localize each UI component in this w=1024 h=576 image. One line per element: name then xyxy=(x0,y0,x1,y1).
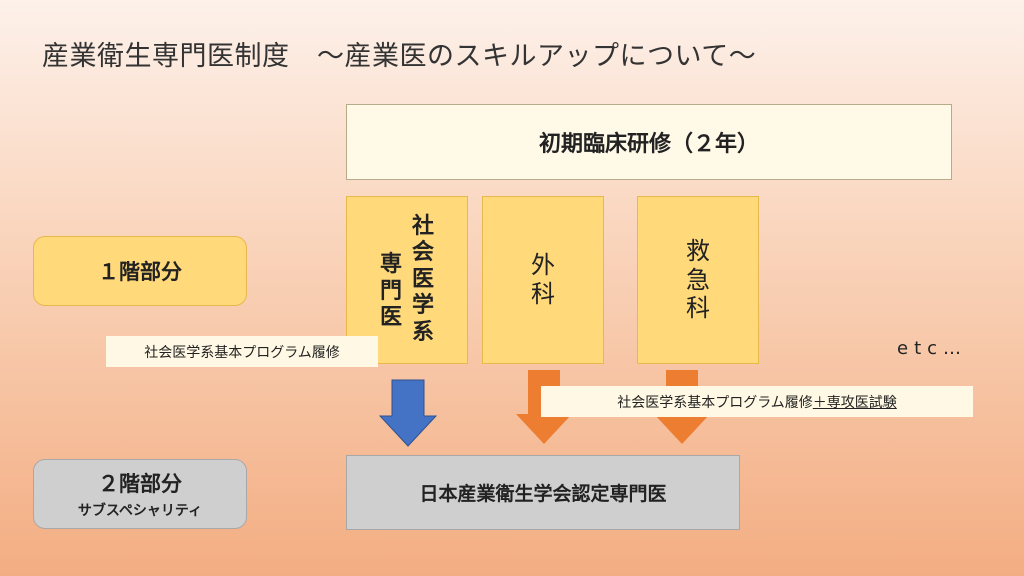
etc-label: etc… xyxy=(897,338,968,359)
page-title: 産業衛生専門医制度 ～産業医のスキルアップについて～ xyxy=(42,41,757,72)
tier2-title: ２階部分 xyxy=(98,472,182,496)
blue-down-arrow xyxy=(378,379,438,447)
social-medicine-col-right: 社 会 医 学 系 xyxy=(412,214,434,346)
surgery-box: 外 科 xyxy=(482,196,604,364)
basic-program-note: 社会医学系基本プログラム履修 xyxy=(106,336,378,367)
basic-program-plus-exam-note: 社会医学系基本プログラム履修＋専攻医試験 xyxy=(541,386,973,417)
char: 門 xyxy=(379,278,402,304)
char: 専 xyxy=(379,252,402,278)
note-underlined-text: ＋専攻医試験 xyxy=(812,394,897,411)
tier2-label: ２階部分 サブスペシャリティ xyxy=(33,459,247,529)
char: 外 xyxy=(531,251,555,280)
tier2-subtitle: サブスペシャリティ xyxy=(77,503,203,519)
char: 会 xyxy=(412,240,435,266)
social-medicine-col-left: 専 門 医 xyxy=(380,228,402,331)
tier1-label: １階部分 xyxy=(33,236,247,306)
char: 系 xyxy=(412,319,435,345)
char: 医 xyxy=(379,305,402,331)
char: 学 xyxy=(412,293,435,319)
certified-specialist-box: 日本産業衛生学会認定専門医 xyxy=(346,455,740,530)
char: 社 xyxy=(412,214,435,240)
note-main-text: 社会医学系基本プログラム履修 xyxy=(617,394,813,411)
char: 科 xyxy=(531,280,555,308)
char: 急 xyxy=(686,265,710,294)
char: 医 xyxy=(412,266,435,292)
initial-clinical-training-box: 初期臨床研修（２年） xyxy=(346,104,952,180)
emergency-medicine-box: 救 急 科 xyxy=(637,196,759,364)
char: 救 xyxy=(686,236,710,265)
char: 科 xyxy=(686,294,710,323)
